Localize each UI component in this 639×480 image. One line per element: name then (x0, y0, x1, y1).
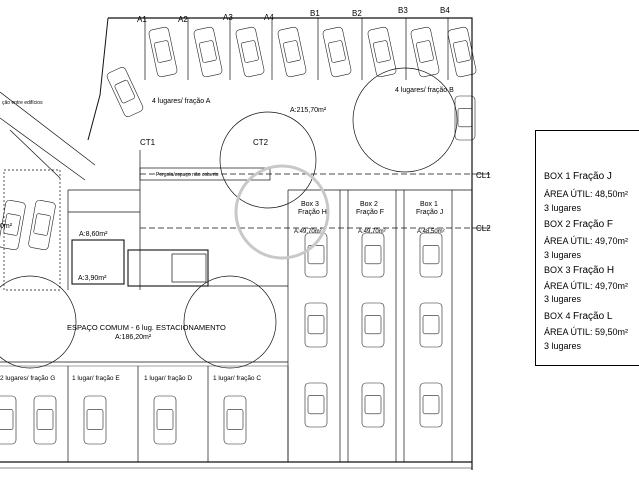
area-top: A:215,70m² (290, 107, 327, 114)
car-outline (193, 26, 223, 78)
area-box-j: A:48,50m² (417, 229, 445, 235)
slanted-wall (87, 17, 109, 141)
perimeter-wall (108, 17, 473, 470)
car-outline (419, 302, 443, 348)
ct2-label: CT2 (253, 138, 269, 147)
area-left: 0m² (0, 223, 13, 230)
car-outline (33, 395, 57, 445)
area-box-h: A:49,70m² (294, 229, 322, 235)
spot-label-b3: B3 (398, 6, 408, 15)
watermark-ring (234, 164, 330, 260)
spot-label-a4: A4 (264, 13, 274, 22)
car-outline (28, 199, 56, 251)
box2-label: Box 2 (360, 201, 378, 208)
spot-label-a1: A1 (137, 15, 147, 24)
turn-circle-top-left (219, 111, 317, 209)
ct1-label: CT1 (140, 138, 156, 147)
legend-box2-area: ÁREA ÚTIL: 49,70m² (544, 236, 629, 246)
parking-cars (0, 26, 477, 445)
spot-label-b2: B2 (352, 9, 362, 18)
box1-fraction: Fração J (416, 209, 443, 216)
car-outline (83, 395, 107, 445)
left-note: ção entre edifícios (2, 100, 43, 106)
car-outline (0, 199, 26, 251)
box2-fraction: Fração F (356, 209, 384, 216)
group-label-fraction-e: 1 lugar/ fração E (72, 375, 120, 382)
cl1-label: CL1 (476, 171, 491, 180)
legend-box3-spots: 3 lugares (544, 294, 582, 304)
legend-box2-spots: 3 lugares (544, 250, 582, 260)
area-small-2: A:3,90m² (78, 275, 107, 282)
car-outline (304, 382, 328, 428)
pergola-label: Pergola/espaço não coberto (156, 172, 219, 178)
room-small-1 (71, 239, 125, 285)
legend-box3-area: ÁREA ÚTIL: 49,70m² (544, 281, 629, 291)
spot-label-b4: B4 (440, 6, 450, 15)
legend-box4-title: BOX 4 Fração L (544, 311, 613, 322)
car-outline (153, 395, 177, 445)
legend-box1-spots: 3 lugares (544, 203, 582, 213)
box1-label: Box 1 (420, 201, 438, 208)
cl2-label: CL2 (476, 224, 491, 233)
legend-box4-area: ÁREA ÚTIL: 59,50m² (544, 327, 629, 337)
car-outline (304, 302, 328, 348)
legend-box3-title: BOX 3 Fração H (544, 265, 615, 276)
turn-circle-top-right (352, 67, 458, 173)
area-common: A:186,20m² (115, 334, 152, 341)
legend-box1-title: BOX 1 Fração J (544, 171, 612, 182)
group-label-fraction-a: 4 lugares/ fração A (152, 98, 211, 105)
group-label-fraction-g: 2 lugares/ fração G (0, 375, 55, 382)
car-outline (304, 232, 328, 278)
stair-room (127, 249, 209, 287)
ramp-line-1 (0, 91, 96, 166)
car-outline (235, 26, 265, 78)
ramp-line-3 (9, 129, 61, 179)
car-outline (361, 382, 385, 428)
area-box-f: A:49,70m² (358, 229, 386, 235)
group-label-fraction-b: 4 lugares/ fração B (395, 87, 454, 94)
left-column (3, 169, 61, 291)
plan-labels: A1 A2 A3 A4 B1 B2 B3 B4 4 lugares/ fraçã… (0, 6, 491, 382)
common-space-title: ESPAÇO COMUM - 6 lug. ESTACIONAMENTO (67, 323, 226, 332)
spot-label-a3: A3 (223, 13, 233, 22)
fraction-legend: BOX 1 Fração J ÁREA ÚTIL: 48,50m² 3 luga… (535, 130, 639, 366)
area-small-1: A:8,60m² (79, 231, 108, 238)
car-outline (361, 232, 385, 278)
box3-label: Box 3 (301, 201, 319, 208)
spot-label-b1: B1 (310, 9, 320, 18)
group-label-fraction-c: 1 lugar/ fração C (213, 375, 261, 382)
car-outline (322, 26, 352, 78)
car-outline (419, 232, 443, 278)
box3-fraction: Fração H (298, 209, 327, 216)
group-label-fraction-d: 1 lugar/ fração D (144, 375, 192, 382)
legend-box4-spots: 3 lugares (544, 341, 582, 351)
turn-circle-middle (183, 275, 277, 369)
car-outline (410, 26, 440, 78)
legend-box2-title: BOX 2 Fração F (544, 219, 614, 230)
spot-label-a2: A2 (178, 15, 188, 24)
car-outline (148, 26, 178, 78)
car-outline (0, 395, 17, 445)
plan-lines (0, 17, 490, 470)
car-outline (277, 26, 307, 78)
ramp-line-2 (0, 117, 86, 181)
turn-circle-left (0, 275, 77, 369)
car-outline (419, 382, 443, 428)
toilet-room (171, 253, 207, 283)
legend-box1-area: ÁREA ÚTIL: 48,50m² (544, 189, 629, 199)
car-outline (361, 302, 385, 348)
car-outline (367, 26, 397, 78)
car-outline (223, 395, 247, 445)
car-outline (106, 67, 144, 117)
